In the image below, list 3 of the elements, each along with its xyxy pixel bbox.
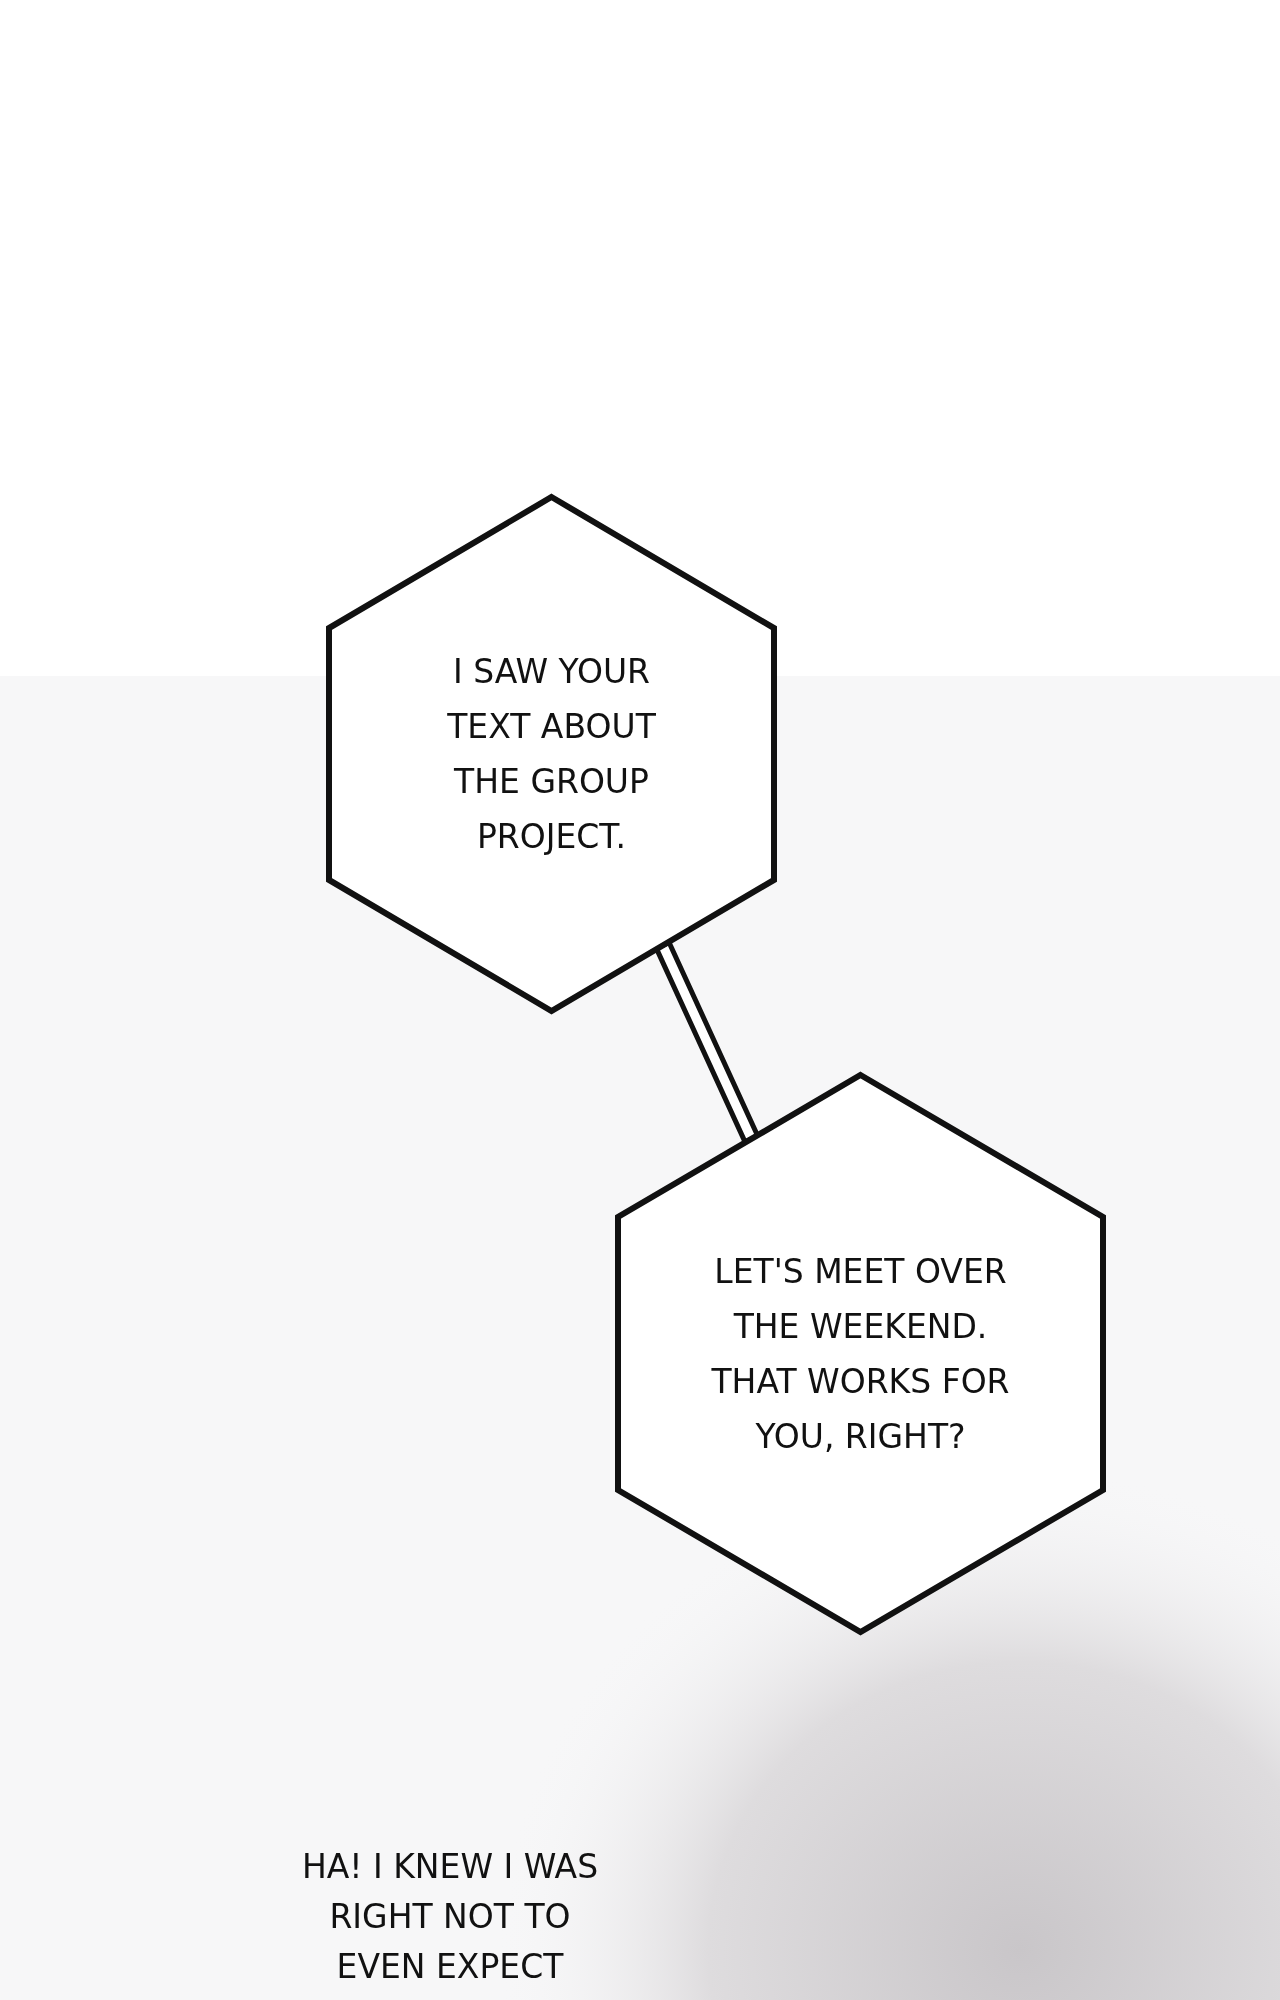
speech-text: LET'S MEET OVER THE WEEKEND. THAT WORKS FOR YOU, RIGHT? bbox=[710, 1250, 1011, 1458]
narration-text: HA! I KNEW I WAS RIGHT NOT TO EVEN EXPECT bbox=[300, 1846, 600, 1988]
speech-text: I SAW YOUR TEXT ABOUT THE GROUP PROJECT. bbox=[446, 651, 657, 858]
